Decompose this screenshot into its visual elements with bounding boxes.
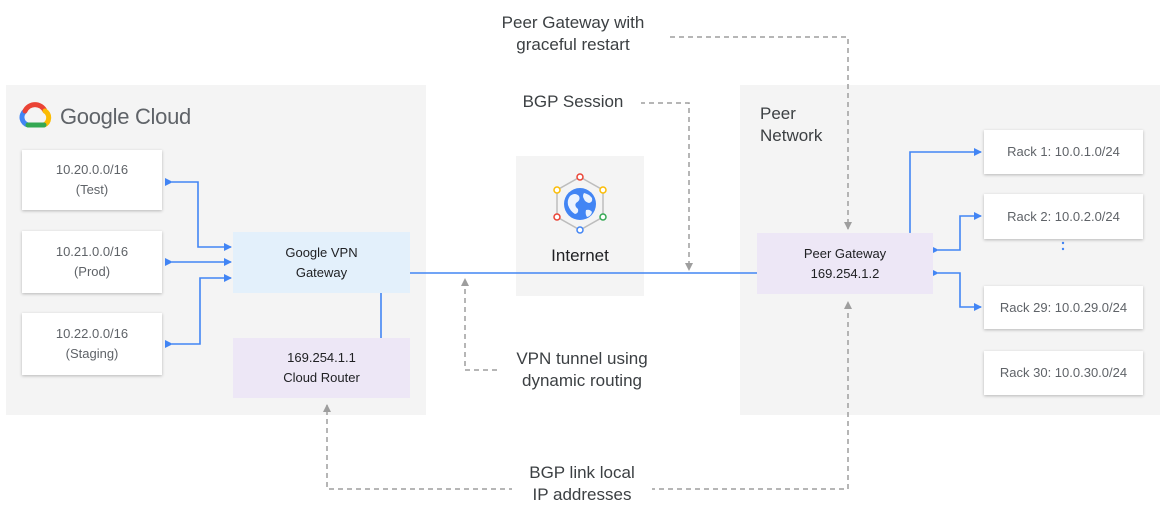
link-peer-rack29 bbox=[931, 269, 982, 311]
dashed-bgp-link-left bbox=[323, 404, 514, 490]
vpn-tunnel-link bbox=[380, 272, 772, 345]
rack-label: Rack 30: 10.0.30.0/24 bbox=[999, 365, 1128, 380]
dashed-bgp-session bbox=[640, 102, 693, 271]
subnet-cidr: 10.22.0.0/16 bbox=[55, 326, 129, 341]
annotation-line: graceful restart bbox=[516, 35, 630, 54]
rack-label: Rack 2: 10.0.2.0/24 bbox=[1007, 208, 1120, 224]
cloud-router: 169.254.1.1 Cloud Router bbox=[233, 338, 410, 398]
annotation-line: dynamic routing bbox=[521, 371, 642, 390]
dashed-vpn-tunnel bbox=[461, 278, 506, 371]
annotation-line: VPN tunnel using bbox=[516, 349, 648, 368]
peer-network-title-line1: Peer bbox=[760, 104, 796, 123]
vpn-gateway-label-line2: Gateway bbox=[295, 264, 348, 280]
peer-network-title: Peer Network bbox=[760, 103, 822, 147]
rack-label: Rack 29: 10.0.29.0/24 bbox=[999, 299, 1128, 315]
subnet-name: (Test) bbox=[75, 182, 109, 197]
rack-card-2: Rack 2: 10.0.2.0/24 bbox=[984, 194, 1143, 239]
annotation-bgp-link-local: BGP link local IP addresses bbox=[512, 462, 652, 506]
peer-gateway-name: Peer Gateway bbox=[803, 245, 887, 261]
annotation-vpn-tunnel: VPN tunnel using dynamic routing bbox=[498, 348, 666, 392]
annotation-line: BGP link local bbox=[529, 463, 635, 482]
link-peer-rack1 bbox=[906, 148, 982, 239]
annotation-peer-gateway-restart: Peer Gateway with graceful restart bbox=[478, 12, 668, 56]
rack-label: Rack 1: 10.0.1.0/24 bbox=[1007, 144, 1120, 159]
subnet-name: (Prod) bbox=[73, 264, 111, 279]
google-cloud-title: Google Cloud bbox=[60, 104, 191, 129]
peer-gateway: Peer Gateway 169.254.1.2 bbox=[757, 233, 933, 294]
annotation-line: IP addresses bbox=[532, 485, 632, 504]
dashed-peer-restart bbox=[652, 36, 852, 230]
cloud-router-name: Cloud Router bbox=[283, 370, 360, 385]
subnet-card-test: 10.20.0.0/16 (Test) bbox=[22, 150, 162, 210]
google-cloud-logo-icon bbox=[18, 102, 54, 132]
rack-card-1: Rack 1: 10.0.1.0/24 bbox=[984, 130, 1143, 174]
vpn-gateway-label-line1: Google VPN bbox=[285, 244, 358, 260]
cloud-router-ip: 169.254.1.1 bbox=[287, 350, 356, 365]
link-staging-vpn bbox=[165, 274, 232, 348]
link-peer-rack2 bbox=[931, 212, 982, 254]
internet-label: Internet bbox=[551, 246, 609, 265]
annotation-line: Peer Gateway with bbox=[501, 13, 645, 32]
subnet-cidr: 10.21.0.0/16 bbox=[55, 244, 129, 259]
rack-card-29: Rack 29: 10.0.29.0/24 bbox=[984, 286, 1143, 329]
google-vpn-gateway: Google VPN Gateway bbox=[233, 232, 410, 293]
peer-network-title-line2: Network bbox=[760, 126, 823, 145]
google-cloud-header: Google Cloud bbox=[18, 101, 191, 133]
link-test-vpn bbox=[165, 178, 232, 251]
dashed-bgp-link-right bbox=[650, 301, 852, 490]
subnet-card-prod: 10.21.0.0/16 (Prod) bbox=[22, 231, 162, 293]
internet-icon bbox=[548, 172, 612, 236]
rack-card-30: Rack 30: 10.0.30.0/24 bbox=[984, 351, 1143, 395]
subnet-card-staging: 10.22.0.0/16 (Staging) bbox=[22, 313, 162, 375]
peer-gateway-ip: 169.254.1.2 bbox=[810, 265, 880, 281]
subnet-name: (Staging) bbox=[65, 346, 119, 361]
annotation-bgp-session: BGP Session bbox=[505, 91, 641, 113]
subnet-cidr: 10.20.0.0/16 bbox=[55, 162, 129, 177]
